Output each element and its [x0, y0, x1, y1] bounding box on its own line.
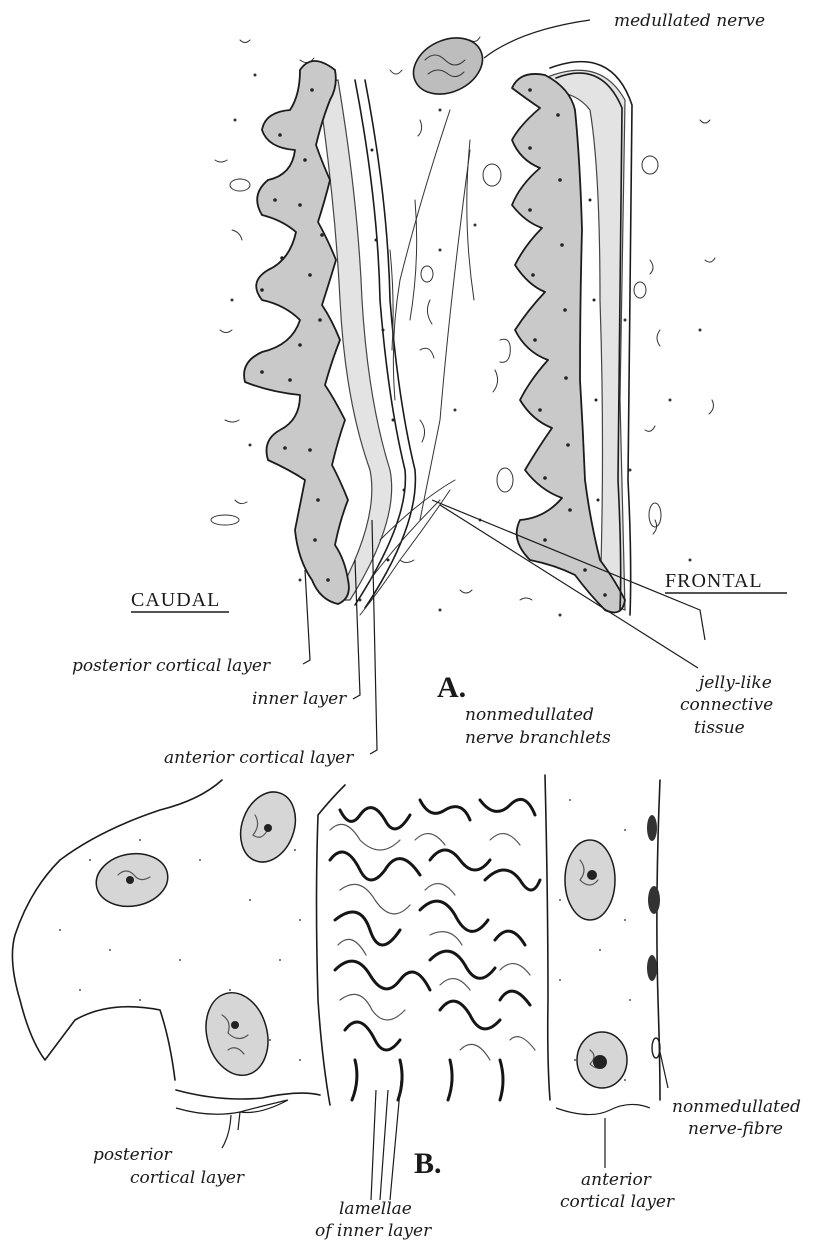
label-nonmedullated-line2: nerve branchlets [465, 728, 611, 748]
label-panel-b: B. [414, 1147, 442, 1180]
label-panel-a: A. [437, 671, 466, 704]
label-inner-layer: inner layer [252, 689, 347, 709]
label-nonmedullated-line1: nonmedullated [465, 705, 594, 725]
posterior-inner-boundary [317, 785, 346, 1105]
label-lamellae-line2: of inner layer [315, 1221, 432, 1241]
frontal-cortex-lamina [512, 62, 632, 615]
inner-lamellae [330, 799, 540, 1100]
panel-a-drawing [131, 20, 787, 754]
nerve-fibre-shape [647, 780, 660, 1100]
label-jelly-line1: jelly-like [695, 673, 772, 693]
label-posterior-line2: cortical layer [130, 1168, 245, 1188]
anterior-boundary [545, 775, 550, 1100]
posterior-nuclei [92, 784, 305, 1082]
label-medullated-nerve: medullated nerve [614, 11, 765, 31]
label-jelly-line2: connective [680, 695, 773, 715]
label-caudal: CAUDAL [131, 589, 220, 611]
label-nerve-fibre-line1: nonmedullated [672, 1097, 801, 1117]
label-posterior-cortical-layer-a: posterior cortical layer [72, 656, 271, 676]
anterior-nuclei [565, 840, 627, 1088]
label-nerve-fibre-line2: nerve-fibre [688, 1119, 783, 1139]
label-posterior-line1: posterior [93, 1145, 173, 1165]
label-jelly-line3: tissue [694, 718, 745, 738]
posterior-cortical-outline [12, 780, 222, 1080]
label-lamellae-line1: lamellae [339, 1199, 412, 1219]
panel-b-drawing [12, 775, 668, 1200]
label-anterior-line1: anterior [581, 1170, 652, 1190]
label-anterior-line2: cortical layer [560, 1192, 675, 1212]
label-frontal: FRONTAL [665, 570, 763, 592]
label-anterior-cortical-layer-a: anterior cortical layer [164, 748, 354, 768]
caudal-cortex-lamina [244, 61, 415, 608]
